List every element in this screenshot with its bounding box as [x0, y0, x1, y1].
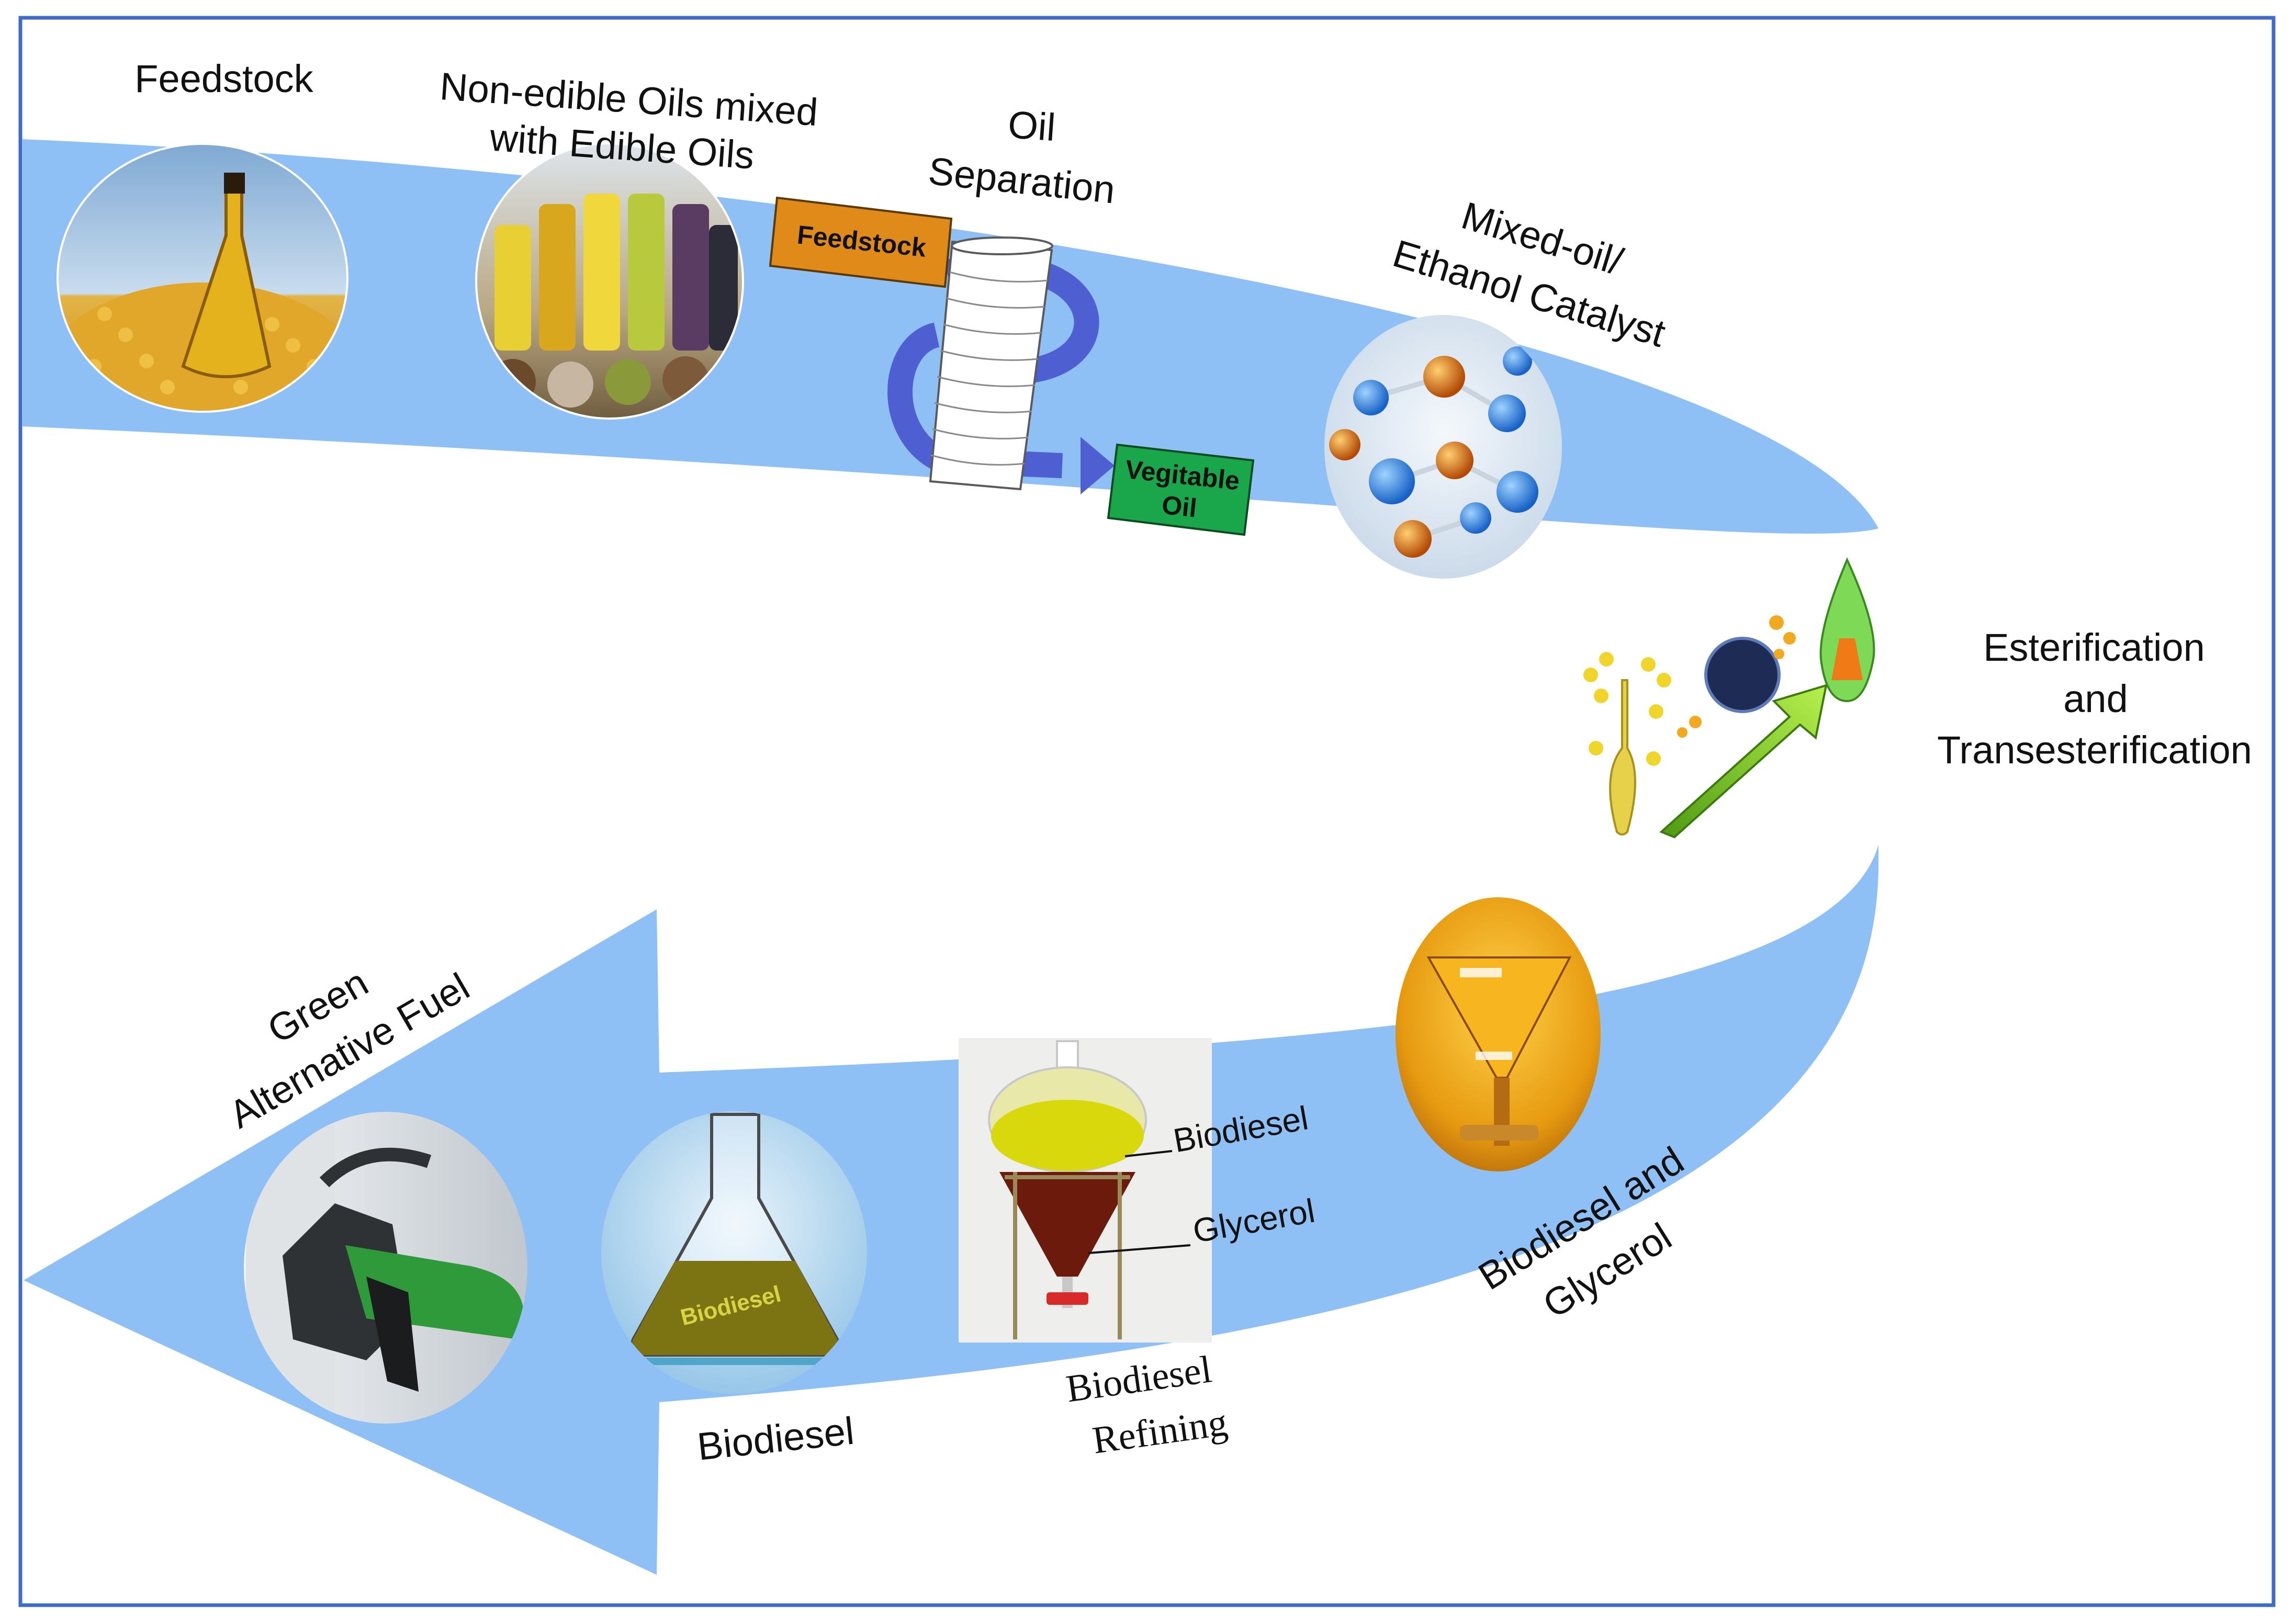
- feedstock-input-box: Feedstock: [769, 196, 953, 288]
- catalyst-sphere-icon: [1704, 637, 1781, 713]
- transesterification-image: [1572, 557, 1881, 841]
- flask-image: Biodiesel: [601, 1111, 867, 1394]
- esterification-label-line3: Transesterification: [1937, 728, 2252, 772]
- fuel-nozzle-image: [244, 1112, 527, 1424]
- biodiesel-drop-icon: [1819, 557, 1875, 703]
- separation-column-icon: Feedstock Vegitable Oil: [769, 196, 1255, 536]
- vegetable-oil-box-label-2: Oil: [1161, 490, 1198, 523]
- esterification-label-line1: Esterification: [1983, 626, 2205, 669]
- rapeseed-flowers-icon: [1583, 652, 1671, 836]
- separation-label-line1: Oil: [1007, 103, 1057, 149]
- oil-bottles-image: [476, 143, 743, 419]
- esterification-label-line2: and: [2063, 677, 2128, 720]
- feedstock-label: Feedstock: [134, 57, 313, 100]
- upward-arrow-icon: [1659, 684, 1828, 839]
- separatory-funnel-image: [1396, 897, 1601, 1171]
- separation-column: [929, 236, 1053, 491]
- molecule-image: [1324, 315, 1562, 579]
- vegetable-oil-output-box: Vegitable Oil: [1107, 443, 1255, 536]
- refining-funnel-image: [959, 1038, 1212, 1343]
- oil-droplets-icon: [1677, 615, 1796, 738]
